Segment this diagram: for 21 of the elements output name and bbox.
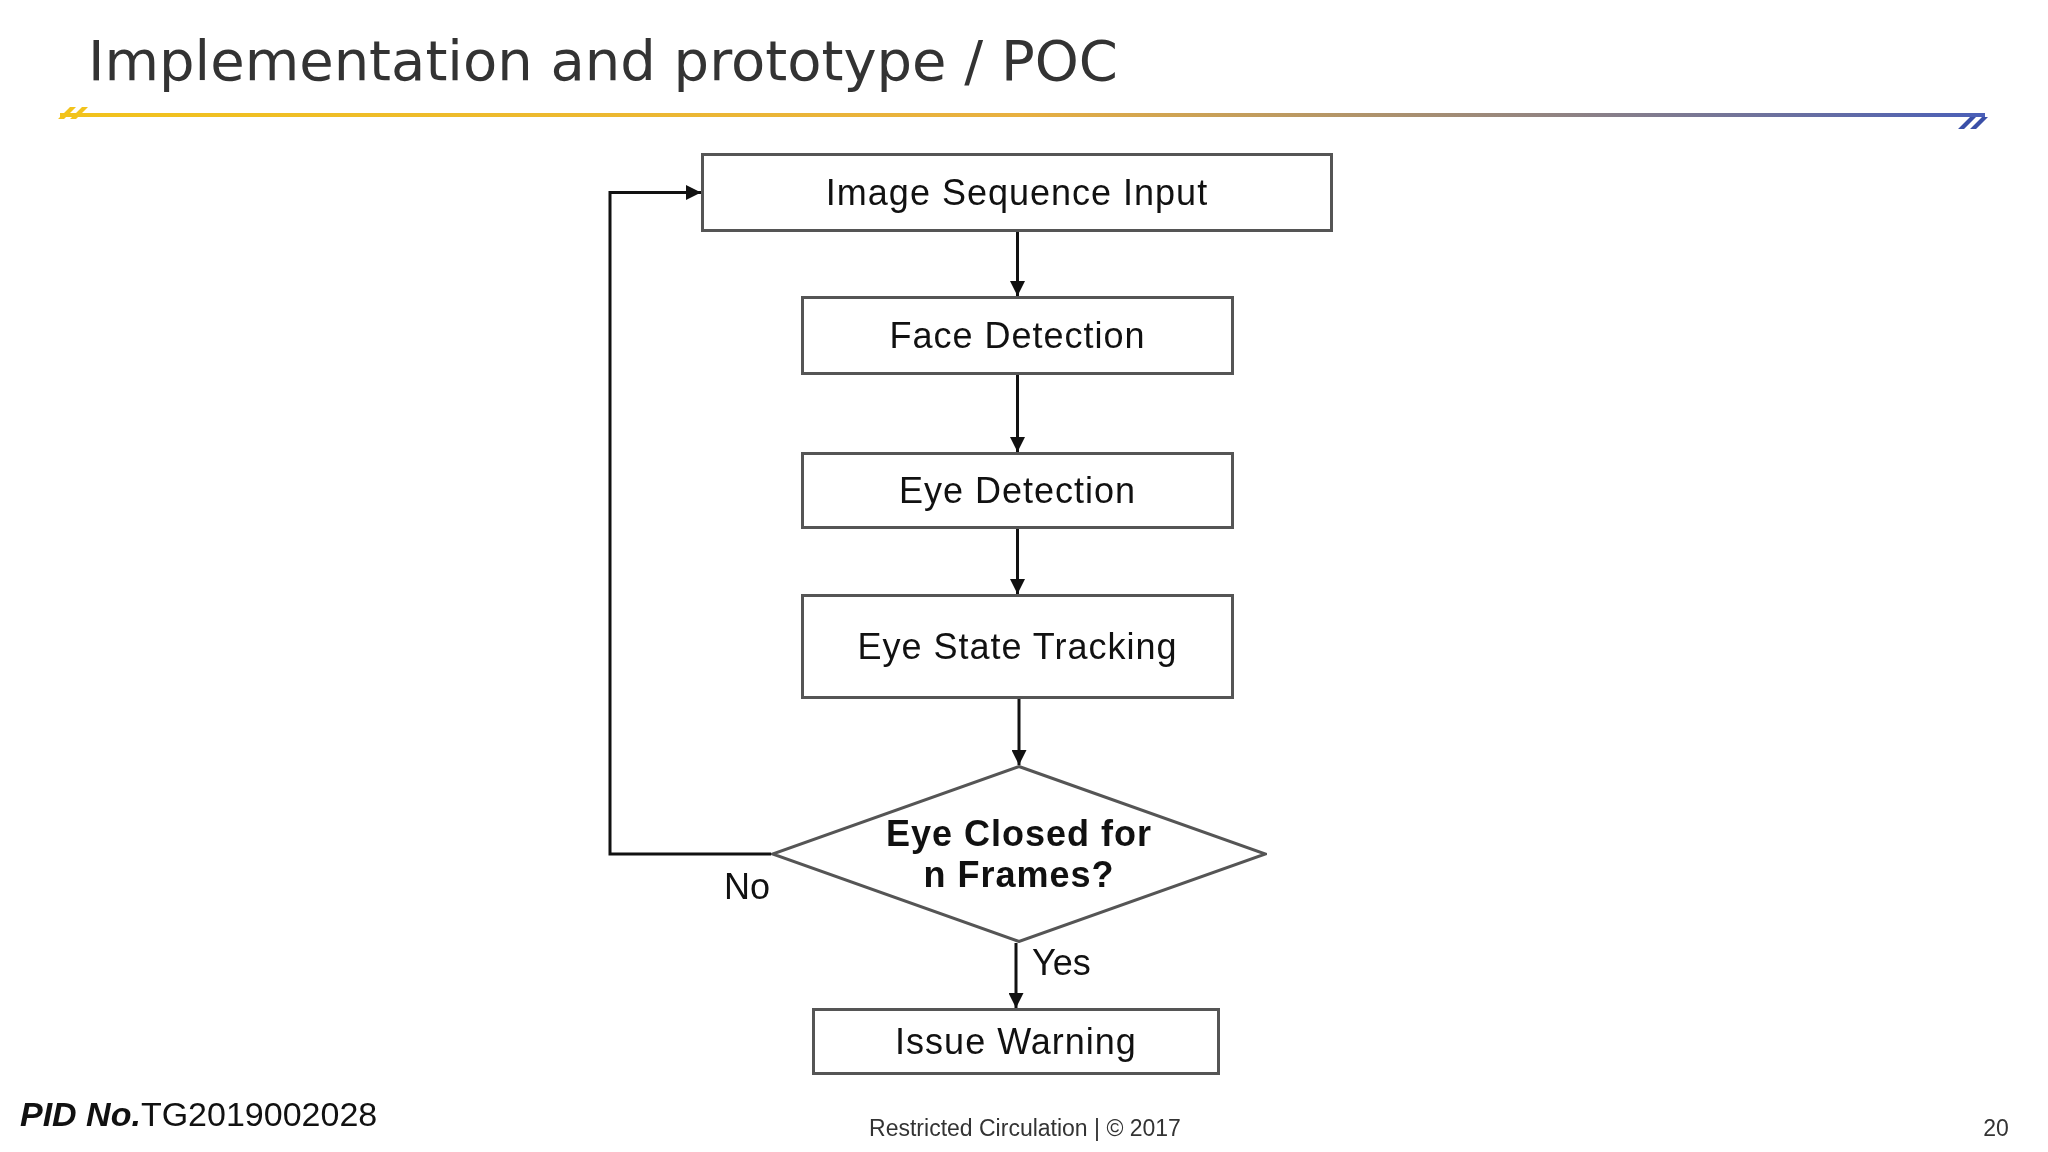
arrow: [1010, 375, 1025, 452]
arrow: [1010, 232, 1025, 296]
arrow: [1010, 529, 1025, 594]
project-id: PID No.TG2019002028: [20, 1095, 378, 1134]
process-box: [801, 594, 1234, 699]
process-box: [801, 296, 1234, 375]
step-label: Issue Warning: [895, 1020, 1137, 1063]
process-box: [812, 1008, 1220, 1075]
step-label: Image Sequence Input: [825, 171, 1209, 214]
slide-title: Implementation and prototype / POC: [88, 28, 1118, 93]
footer-text: Restricted Circulation | © 2017: [869, 1115, 1181, 1142]
step-label: Face Detection: [889, 314, 1146, 357]
process-box: [801, 452, 1234, 529]
step-label: Eye State Tracking: [857, 625, 1178, 668]
page-number: 20: [1983, 1115, 2009, 1142]
arrow: [1008, 943, 1024, 1008]
process-box: [701, 153, 1333, 232]
step-label: Eye Detection: [898, 469, 1137, 512]
step-label: Eye Closed for n Frames?: [884, 812, 1154, 896]
arrow: [1011, 699, 1027, 765]
arrow: [608, 185, 771, 856]
